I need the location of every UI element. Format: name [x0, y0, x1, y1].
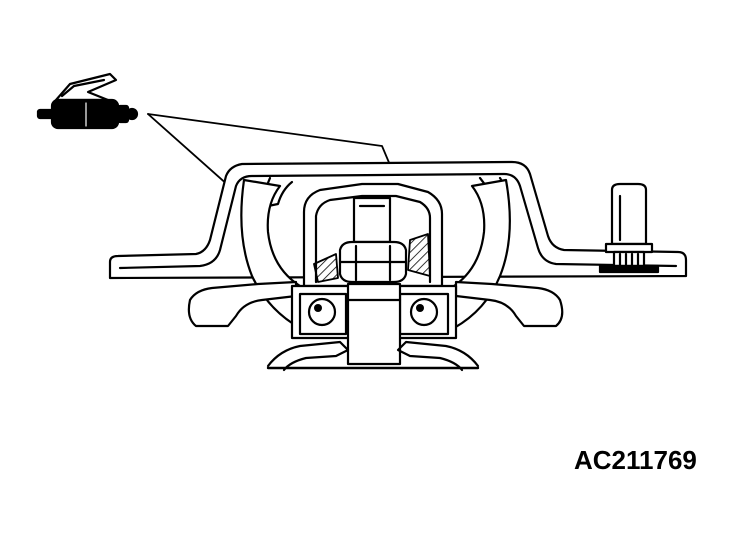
bearing-seal-hatched-area [313, 233, 431, 283]
lower-dust-cover [266, 340, 480, 372]
strut-nut [338, 196, 408, 284]
figure-code: AC211769 [574, 445, 697, 475]
spring-seat-flange [187, 280, 564, 328]
piston-rod [346, 282, 402, 366]
mounting-bolt [598, 182, 660, 274]
grease-applicator-icon [36, 72, 139, 130]
